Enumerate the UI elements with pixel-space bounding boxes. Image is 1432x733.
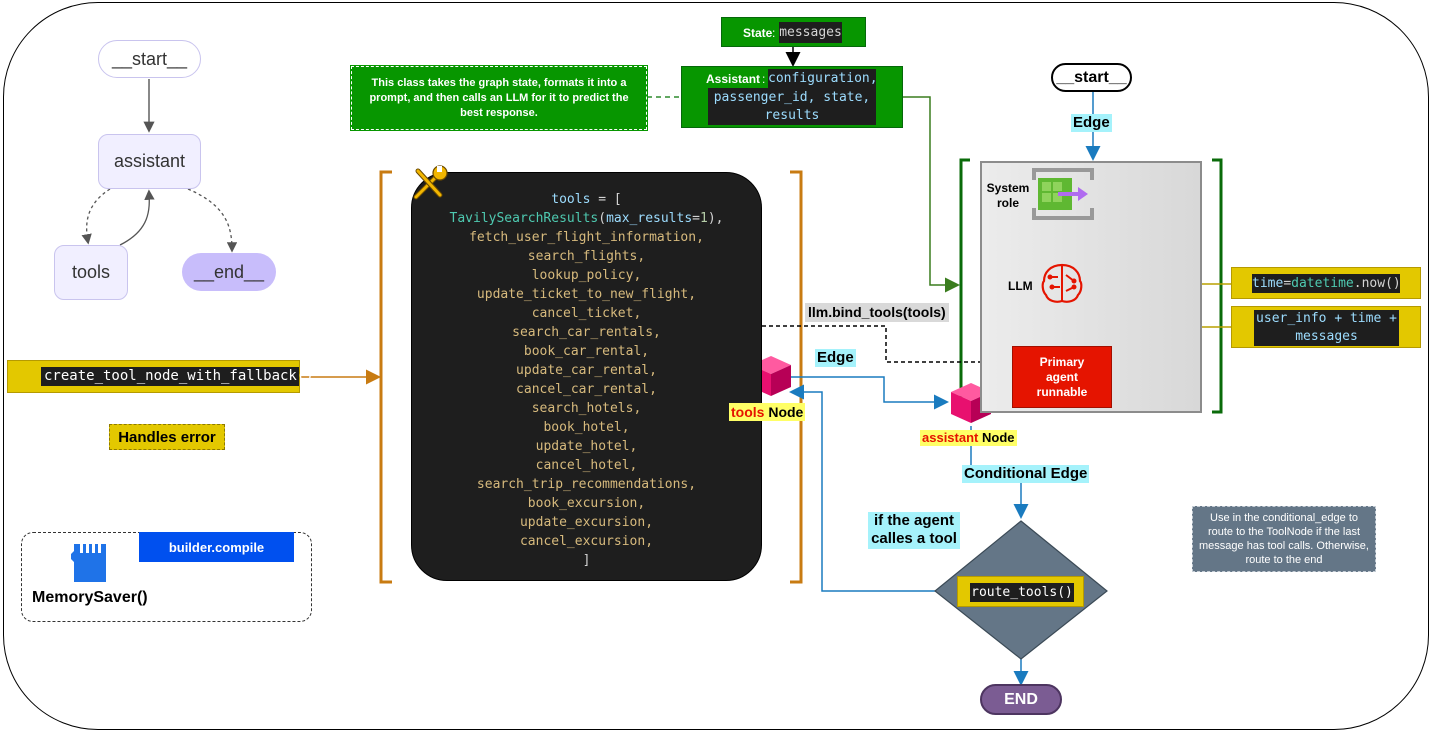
end-node[interactable]: END (980, 684, 1062, 715)
memory-saver-label: MemorySaver() (32, 589, 148, 606)
llm-label: LLM (1008, 279, 1033, 293)
route-tools-bar: route_tools() (957, 576, 1084, 607)
state-value[interactable]: messages (779, 22, 842, 43)
tool-item: search_car_rentals, (512, 325, 661, 340)
tools-close-line: ] (582, 553, 591, 568)
user-info-expression[interactable]: user_info + time + messages (1254, 310, 1399, 346)
builder-compile-badge[interactable]: builder.compile (139, 532, 294, 562)
tool-item: update_hotel, (535, 439, 638, 454)
memory-card-icon (71, 544, 106, 582)
handles-error-badge: Handles error (109, 424, 225, 450)
tool-item: search_hotels, (531, 401, 642, 416)
assistant-class-to-runnable-edge (903, 96, 960, 293)
lg-assistant-node[interactable]: assistant (98, 134, 201, 189)
assistant-class-box: Assistant : configuration, passenger_id,… (681, 66, 903, 128)
lg-start-node[interactable]: __start__ (98, 40, 201, 78)
lg-edge-assistant-tools (81, 188, 111, 245)
state-box: State : messages (721, 17, 866, 47)
route-to-tools-edge (789, 384, 957, 592)
assistant-params-block: passenger_id, state, results (708, 88, 876, 125)
system-role-label: System role (986, 181, 1030, 210)
bind-tools-edge (762, 325, 1013, 370)
tool-item: book_car_rental, (523, 344, 650, 359)
time-bar: time=datetime.now() (1231, 267, 1421, 299)
route-tools-call[interactable]: route_tools() (970, 583, 1074, 602)
primary-agent-runnable[interactable]: Primary agent runnable (1012, 346, 1112, 408)
system-role-icon (1032, 168, 1094, 220)
time-expression[interactable]: time=datetime.now() (1252, 274, 1401, 293)
diagram-frame (3, 2, 1429, 730)
tools-to-assistant-edge (790, 376, 949, 410)
fallback-bar: create_tool_node_with_fallback() (7, 360, 314, 393)
tool-item: cancel_hotel, (535, 458, 638, 473)
assistant-node-label: assistant Node (920, 430, 1017, 446)
tool-item: search_trip_recommendations, (476, 477, 697, 492)
lg-end-node[interactable]: __end__ (182, 253, 276, 291)
tool-item: cancel_excursion, (519, 534, 654, 549)
lg-tools-node[interactable]: tools (54, 245, 128, 300)
tool-item: cancel_car_rental, (516, 382, 657, 397)
assistant-params-line1: configuration, (768, 69, 878, 89)
tool-item: book_excursion, (527, 496, 646, 511)
brain-icon (1041, 263, 1083, 303)
tool-item: cancel_ticket, (531, 306, 642, 321)
fallback-call[interactable]: create_tool_node_with_fallback() (41, 367, 314, 386)
tool-item: update_car_rental, (516, 363, 657, 378)
tools-list-panel: tools = [ TavilySearchResults(max_result… (411, 172, 762, 581)
tool-item: update_ticket_to_new_flight, (476, 287, 697, 302)
right-start-node[interactable]: __start__ (1051, 63, 1132, 92)
tools-first-line: TavilySearchResults(max_results=1), (449, 211, 724, 226)
wrench-screwdriver-icon (413, 165, 448, 200)
tools-open-line: tools = [ (551, 192, 622, 207)
edge-label-top: Edge (1071, 114, 1112, 132)
lg-edge-assistant-end (187, 188, 238, 253)
user-info-bar: user_info + time + messages (1231, 306, 1421, 348)
runnable-bracket-left (959, 158, 970, 414)
conditional-edge-label: Conditional Edge (962, 465, 1090, 483)
if-agent-label: if the agent calles a tool (868, 512, 960, 549)
assistant-params-line3: results (764, 108, 820, 123)
tool-item: book_hotel, (543, 420, 630, 435)
assistant-params-line2: passenger_id, state, (713, 90, 871, 105)
lg-edge-tools-assistant (119, 189, 155, 246)
tools-node-label: tools Node (729, 403, 806, 421)
edge-label-mid: Edge (815, 349, 856, 367)
tools-bracket-left (379, 170, 392, 584)
assistant-class-note: This class takes the graph state, format… (350, 65, 648, 131)
tool-item: lookup_policy, (531, 268, 642, 283)
bind-tools-label: llm.bind_tools(tools) (805, 303, 949, 322)
conditional-edge-note: Use in the conditional_edge to route to … (1192, 506, 1376, 572)
runnable-bracket-right (1212, 158, 1223, 414)
tool-item: fetch_user_flight_information, (469, 230, 704, 245)
tool-item: update_excursion, (519, 515, 654, 530)
tool-item: search_flights, (527, 249, 646, 264)
